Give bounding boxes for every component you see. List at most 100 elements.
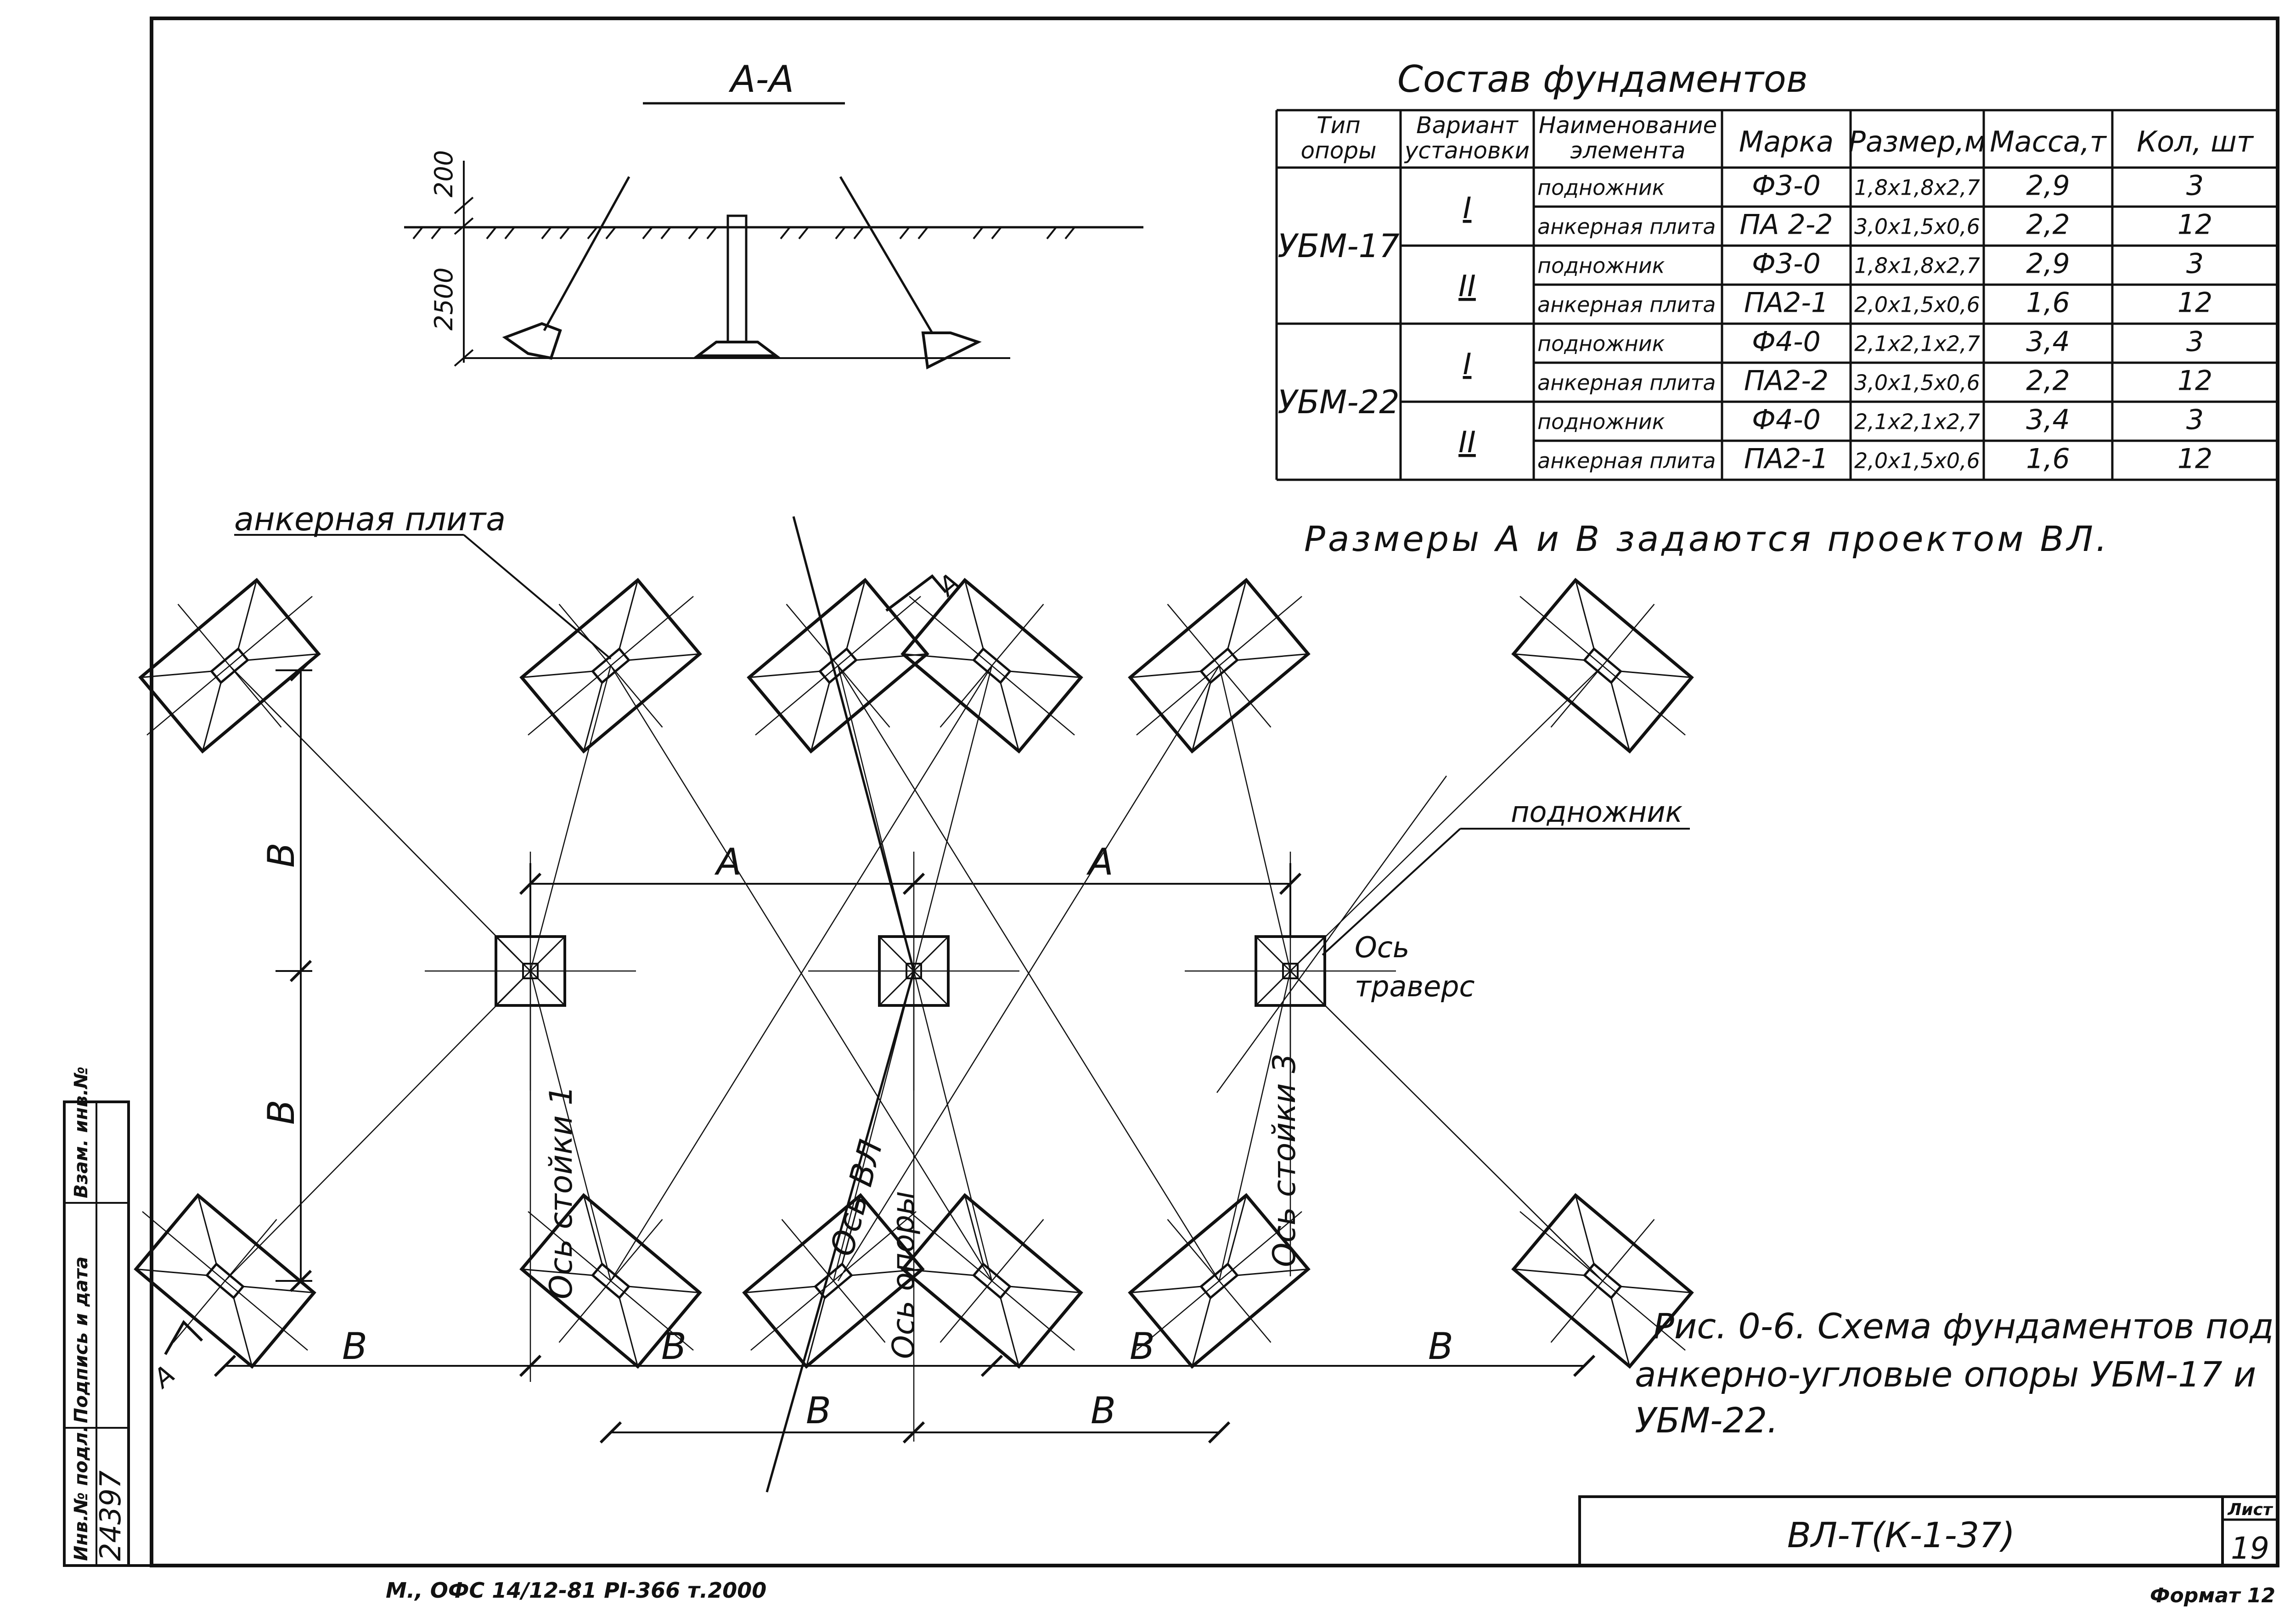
anchor-plate (1128, 1193, 1311, 1369)
table-cell-mass: 1,6 (2026, 443, 2070, 475)
table-cell-mark: ПА2-1 (1744, 443, 1829, 475)
anchor-plate (519, 578, 702, 754)
post-axis-3-label: Ось стойки 3 (1266, 1053, 1303, 1267)
dim-b-bottom-4: В (1428, 1325, 1453, 1368)
center-post (726, 214, 748, 343)
table-cell-mass: 2,2 (2026, 365, 2070, 397)
drawing-frame (150, 17, 2279, 1567)
footing-leader (1322, 828, 1461, 956)
table-cell-variant: I (1463, 191, 1472, 225)
table-cell-mark: Ф4-0 (1752, 404, 1821, 436)
anchor-plates (134, 578, 1694, 1369)
figure-caption: Рис. 0-6. Схема фундаментов под анкерно-… (1635, 1306, 2274, 1441)
table-cell-size: 3,0х1,5х0,6 (1854, 214, 1980, 239)
repl-label: Взам. инв.№ (71, 1067, 92, 1198)
table-cell-mark: ПА2-1 (1744, 287, 1829, 319)
dimension-note: Размеры А и В задаются проектом ВЛ. (1304, 518, 2110, 559)
line-axis (765, 516, 915, 1493)
dim-b-bottom-2: В (661, 1325, 687, 1368)
dim-b-bottom-1: В (342, 1325, 367, 1368)
post-axis-1-label: Ось стойки 1 (543, 1085, 580, 1299)
table-cell-mass: 1,6 (2026, 287, 2070, 319)
caption-line-2: анкерно-угловые опоры УБМ-17 и (1635, 1354, 2256, 1395)
anchor-plate-leader (463, 534, 612, 660)
table-cell-variant: I (1463, 348, 1472, 382)
table-cell-type: УБМ-22 (1277, 383, 1399, 421)
table-cell-element: анкерная плита (1537, 214, 1716, 239)
anchor-plate (138, 578, 321, 754)
caption-line-1: Рис. 0-6. Схема фундаментов под (1653, 1306, 2274, 1347)
table-cell-mass: 3,4 (2026, 326, 2070, 358)
left-anchor-plate (502, 322, 562, 360)
sheet-label: Лист (2227, 1500, 2273, 1519)
dim-2500: 2500 (429, 268, 458, 331)
table-cell-element: подножник (1537, 253, 1665, 278)
table-header-cell: опоры (1300, 137, 1376, 164)
table-cell-size: 3,0х1,5х0,6 (1854, 370, 1980, 395)
cross-axis-label-1: Ось (1355, 931, 1409, 964)
inv-number: 24397 (94, 1471, 127, 1561)
table-cell-qty: 3 (2186, 404, 2204, 436)
table-cell-element: анкерная плита (1537, 292, 1716, 317)
table-header-cell: установки (1404, 137, 1530, 164)
anchor-plate-label: анкерная плита (234, 500, 506, 538)
caption-line-3: УБМ-22. (1635, 1400, 1778, 1441)
section-title: А-А (728, 58, 794, 101)
center-footing-base (694, 341, 780, 357)
inv-label: Инв.№ подл. (71, 1425, 92, 1561)
support-axis-label: Ось опоры (886, 1191, 921, 1359)
table-cell-mark: ПА 2-2 (1739, 209, 1833, 241)
table-header-cell: Марка (1739, 125, 1834, 158)
binding-stamp: Взам. инв.№ Подпись и дата Инв.№ подл. 2… (63, 1067, 130, 1567)
table-cell-qty: 12 (2178, 365, 2212, 397)
table-cell-qty: 3 (2186, 248, 2204, 280)
table-cell-size: 2,0х1,5х0,6 (1854, 449, 1980, 473)
anchor-plate (900, 578, 1083, 754)
table-cell-mark: ПА2-2 (1744, 365, 1829, 397)
table-header-cell: Кол, шт (2137, 125, 2254, 158)
table-cell-qty: 12 (2178, 443, 2212, 475)
table-cell-mark: Ф3-0 (1752, 248, 1821, 280)
table-cell-size: 2,1х2,1х2,7 (1854, 410, 1980, 434)
table-cell-element: анкерная плита (1537, 370, 1716, 395)
right-anchor-plate (921, 331, 982, 370)
table-cell-element: подножник (1537, 175, 1665, 200)
ground-hatching (412, 226, 1075, 240)
sign-label: Подпись и дата (71, 1257, 92, 1423)
table-header-cell: элемента (1570, 137, 1685, 164)
anchor-plate (519, 1193, 702, 1369)
table-cell-mass: 2,9 (2026, 248, 2070, 280)
format-label: Формат 12 (2150, 1584, 2275, 1607)
dimension-lines (214, 659, 1596, 1444)
dim-b-upper: В (260, 842, 303, 868)
anchor-plate (134, 1193, 316, 1369)
table-cell-mass: 2,2 (2026, 209, 2070, 241)
section-mark-top-label: А (932, 567, 966, 602)
dim-b-lower: В (260, 1100, 303, 1125)
table-header-cell: Размер,м (1848, 125, 1986, 158)
footing-label: подножник (1511, 795, 1683, 829)
table-cell-mass: 2,9 (2026, 170, 2070, 202)
table-cell-size: 2,1х2,1х2,7 (1854, 331, 1980, 356)
section-mark-bottom (164, 1320, 203, 1355)
anchor-plate (1128, 578, 1311, 754)
right-anchor-rod (839, 176, 934, 334)
table-grid (1275, 109, 2278, 481)
dim-b-bottom-6: В (1091, 1389, 1116, 1432)
table-cell-element: подножник (1537, 410, 1665, 434)
dim-b-bottom-5: В (806, 1389, 831, 1432)
print-line: М., ОФС 14/12-81 РI-366 т.2000 (386, 1578, 766, 1603)
table-header-cell: Вариант (1416, 112, 1519, 139)
table-header-cell: Тип (1317, 112, 1361, 139)
table-cell-element: анкерная плита (1537, 449, 1716, 473)
table-header-cell: Наименование (1539, 112, 1717, 139)
cross-axis-label-2: траверс (1355, 970, 1475, 1003)
section-mark-top (885, 574, 947, 612)
dim-b-bottom-3: В (1130, 1325, 1155, 1368)
table-cell-variant: II (1458, 426, 1476, 460)
table-cell-size: 1,8х1,8х2,7 (1854, 253, 1980, 278)
table-cell-qty: 3 (2186, 170, 2204, 202)
table-cell-variant: II (1458, 269, 1476, 303)
